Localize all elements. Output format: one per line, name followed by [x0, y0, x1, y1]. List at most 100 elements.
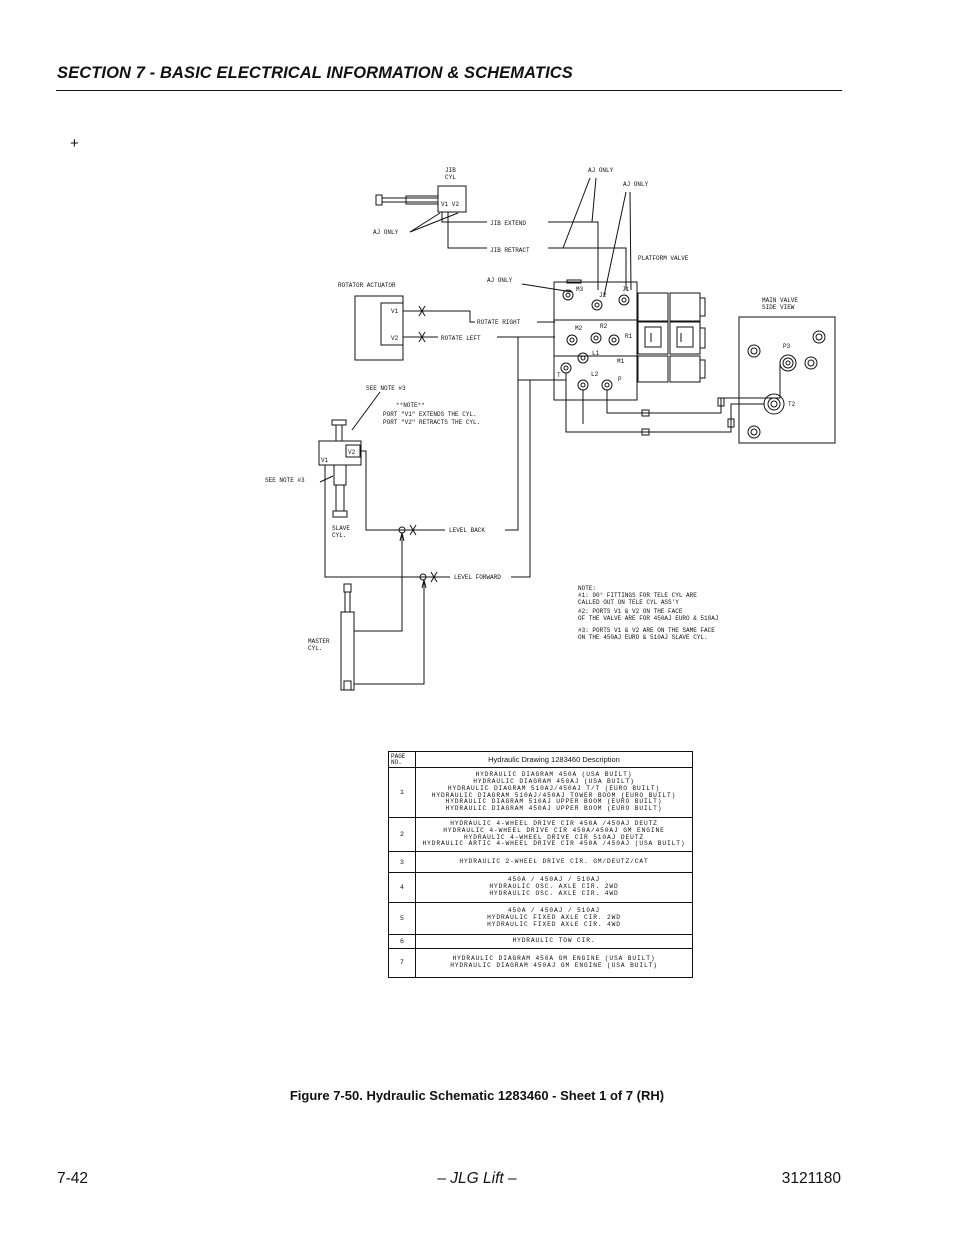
description-line: HYDRAULIC 4-WHEEL DRIVE CIR 450A /450AJ … — [450, 820, 658, 827]
description-line: HYDRAULIC ARTIC 4-WHEEL DRIVE CIR 450A /… — [422, 840, 686, 848]
note-1b: CALLED OUT ON TELE CYL ASS'Y — [578, 599, 679, 606]
description-line: 450A / 450AJ / 510AJ — [507, 907, 601, 915]
port-t: T — [557, 372, 561, 379]
description-line: HYDRAULIC DIAGRAM 450A (USA BUILT) — [475, 771, 633, 779]
page-number-cell: 2 — [388, 816, 416, 853]
notes-title: NOTE: — [578, 585, 596, 592]
description-line: HYDRAULIC DIAGRAM 450A GM ENGINE (USA BU… — [452, 955, 656, 963]
table-row: 6 HYDRAULIC TOW CIR. — [388, 934, 693, 949]
description-line: HYDRAULIC DIAGRAM 450AJ GM ENGINE (USA B… — [450, 961, 658, 969]
page-number-cell: 6 — [388, 934, 416, 949]
aj-only-jib-label: AJ ONLY — [373, 229, 399, 236]
main-valve-label-2: SIDE VIEW — [762, 304, 795, 311]
rotator-v1: V1 — [391, 308, 399, 315]
note-v2: PORT "V2" RETRACTS THE CYL. — [383, 419, 480, 426]
jib-port-labels: V1 V2 — [441, 201, 459, 208]
platform-valve: M3 J2 J1 M2 R2 R1 L1 M1 T L2 P — [553, 279, 706, 401]
level-forward-label: LEVEL FORWARD — [454, 574, 501, 581]
table-row: 2 HYDRAULIC 4-WHEEL DRIVE CIR 450A /450AJ… — [388, 816, 693, 853]
description-line: 450A / 450AJ / 510AJ — [507, 876, 601, 884]
rotate-left-label: ROTATE LEFT — [441, 335, 481, 342]
description-line: HYDRAULIC 4-WHEEL DRIVE CIR 510AJ DEUTZ — [464, 833, 644, 841]
slave-v1: V1 — [321, 457, 329, 464]
page-number-cell: 3 — [388, 851, 416, 874]
port-r1: R1 — [625, 333, 633, 340]
header-rule — [56, 90, 842, 91]
note-1a: #1: 90° FITTINGS FOR TELE CYL ARE — [578, 592, 697, 599]
description-line: HYDRAULIC DIAGRAM 450AJ UPPER BOOM (EURO… — [445, 805, 663, 813]
note-head: **NOTE** — [396, 402, 425, 409]
slave-cyl-label-2: CYL. — [332, 532, 346, 539]
jib-cyl-label-2: CYL — [445, 174, 456, 181]
description-cell: 450A / 450AJ / 510AJ HYDRAULIC OSC. AXLE … — [415, 872, 693, 904]
description-cell: HYDRAULIC DIAGRAM 450A (USA BUILT) HYDRAU… — [415, 767, 693, 818]
note-2b: OF THE VALVE ARE FOR 450AJ EURO & 510AJ — [578, 615, 718, 622]
page-number: 7-42 — [57, 1170, 89, 1187]
see-note-3-top: SEE NOTE #3 — [366, 385, 406, 392]
aj-only-label-2: AJ ONLY — [623, 181, 649, 188]
port-j1: J1 — [622, 286, 630, 293]
description-line: HYDRAULIC DIAGRAM 510AJ UPPER BOOM (EURO… — [445, 798, 663, 806]
page-number-cell: 1 — [388, 767, 416, 818]
page-header-line-1: PAGE — [391, 752, 406, 760]
port-r2: R2 — [600, 323, 608, 330]
jib-cylinder: JIB CYL V1 V2 AJ ONLY — [373, 167, 467, 236]
slave-cyl-label: SLAVE — [332, 525, 350, 532]
rotator-label: ROTATOR ACTUATOR — [338, 282, 396, 289]
table-header-row: PAGE NO. Hydraulic Drawing 1283460 Descr… — [388, 751, 693, 768]
description-line: HYDRAULIC FIXED AXLE CIR. 2WD — [487, 914, 621, 922]
aj-only-label-1: AJ ONLY — [588, 167, 614, 174]
port-p: P — [618, 376, 622, 383]
description-line: HYDRAULIC DIAGRAM 510AJ/450AJ TOWER BOOM… — [431, 791, 677, 799]
main-valve-label: MAIN VALVE — [762, 297, 798, 304]
note-v1: PORT "V1" EXTENDS THE CYL. — [383, 411, 477, 418]
table-row: 4 450A / 450AJ / 510AJ HYDRAULIC OSC. AXLE… — [388, 872, 693, 904]
aj-only-mid-label: AJ ONLY — [487, 277, 513, 284]
description-cell: HYDRAULIC DIAGRAM 450A GM ENGINE (USA BU… — [415, 947, 693, 978]
main-valve: MAIN VALVE SIDE VIEW P3 T2 — [738, 297, 836, 444]
jib-retract-label: JIB RETRACT — [490, 247, 530, 254]
port-l2: L2 — [591, 371, 599, 378]
description-line: HYDRAULIC 4-WHEEL DRIVE CIR 450A/450AJ G… — [443, 826, 665, 834]
slave-cylinder: SEE NOTE #3 V2 V1 SEE NOTE #3 SLAVE CYL. — [265, 385, 406, 539]
footer-publisher: – JLG Lift – — [437, 1170, 517, 1187]
port-l1: L1 — [592, 350, 600, 357]
note-3b: ON THE 450AJ EURO & 510AJ SLAVE CYL. — [578, 634, 708, 641]
description-cell: HYDRAULIC 4-WHEEL DRIVE CIR 450A /450AJ … — [415, 816, 693, 853]
rotate-right-label: ROTATE RIGHT — [477, 319, 521, 326]
master-cylinder: MASTER CYL. — [308, 583, 355, 691]
jib-extend-label: JIB EXTEND — [490, 220, 526, 227]
page-number-cell: 4 — [388, 872, 416, 904]
rotator-v2: V2 — [391, 335, 399, 342]
port-m3: M3 — [576, 286, 584, 293]
page-number-cell: 5 — [388, 902, 416, 936]
table-row: 7 HYDRAULIC DIAGRAM 450A GM ENGINE (USA B… — [388, 947, 693, 978]
page-header-line-2: NO. — [391, 758, 402, 766]
note-2a: #2: PORTS V1 & V2 ON THE FACE — [578, 608, 683, 615]
page-number-cell: 7 — [388, 947, 416, 978]
figure-caption: Figure 7-50. Hydraulic Schematic 1283460… — [289, 1088, 665, 1103]
master-cyl-label: MASTER — [308, 638, 330, 645]
description-cell: HYDRAULIC 2-WHEEL DRIVE CIR. GM/DEUTZ/CA… — [415, 851, 693, 874]
level-back-label: LEVEL BACK — [449, 527, 485, 534]
port-j2: J2 — [599, 292, 607, 299]
description-cell: HYDRAULIC TOW CIR. — [415, 934, 693, 949]
note-3a: #3: PORTS V1 & V2 ARE ON THE SAME FACE — [578, 627, 715, 634]
slave-v2: V2 — [348, 449, 356, 456]
document-number: 3121180 — [781, 1170, 841, 1187]
description-line: HYDRAULIC OSC. AXLE CIR. 4WD — [489, 890, 619, 898]
corner-mark: + — [70, 135, 79, 152]
page-index-table: PAGE NO. Hydraulic Drawing 1283460 Descr… — [388, 751, 693, 978]
port-p3: P3 — [783, 343, 791, 350]
description-line: HYDRAULIC DIAGRAM 510AJ/450AJ T/T (EURO … — [447, 784, 661, 792]
port-t2: T2 — [788, 401, 796, 408]
schematic-notes: NOTE: #1: 90° FITTINGS FOR TELE CYL ARE … — [578, 585, 718, 641]
description-header: Hydraulic Drawing 1283460 Description — [415, 751, 693, 768]
description-line: HYDRAULIC TOW CIR. — [512, 937, 596, 945]
jib-cyl-label: JIB — [445, 167, 456, 174]
platform-valve-label: PLATFORM VALVE — [638, 255, 689, 262]
see-note-3-left: SEE NOTE #3 — [265, 477, 305, 484]
master-cyl-label-2: CYL. — [308, 645, 322, 652]
